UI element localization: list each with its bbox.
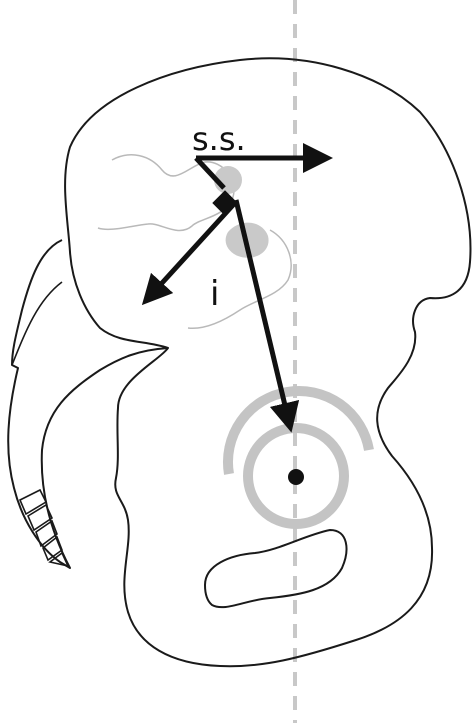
i-arrow <box>141 202 236 306</box>
cavity-outline <box>203 528 348 609</box>
appendage-segments <box>18 488 70 568</box>
faint-contour-upper <box>97 154 235 232</box>
body-outline <box>64 57 472 668</box>
faint-contour-lower <box>187 229 292 329</box>
target-dot <box>288 469 304 485</box>
appendage-inner-edge <box>11 281 63 366</box>
resultant-arrow <box>233 199 300 433</box>
i-label: i <box>210 274 219 314</box>
force-origin-corner <box>194 156 226 190</box>
appendage-outline <box>7 239 169 569</box>
outer-arc <box>223 386 374 475</box>
ss-label: s.s. <box>192 120 246 158</box>
